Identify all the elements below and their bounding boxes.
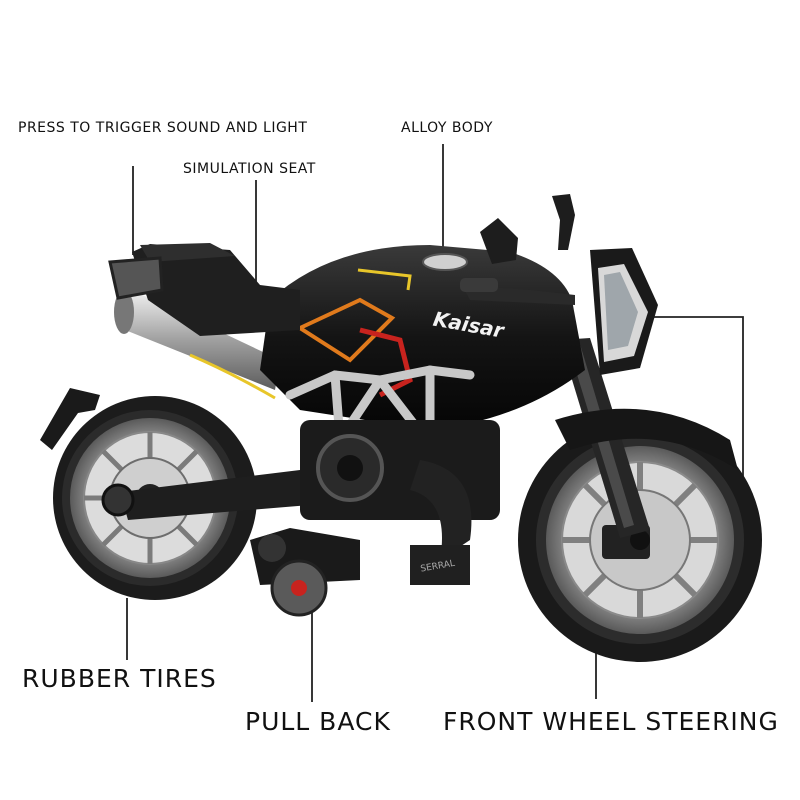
mirror-right (552, 194, 575, 250)
swing-arm (120, 470, 310, 520)
pull-back-motor: SERRAL (250, 528, 470, 617)
engine (300, 420, 500, 560)
front-wheel (518, 418, 762, 662)
headlight (590, 248, 658, 375)
seat (132, 244, 300, 336)
fuel-tank (260, 245, 585, 430)
tank-accent-yellow (357, 268, 412, 291)
rear-wheel (53, 396, 257, 600)
simulation-seat-label: SIMULATION SEAT (183, 161, 316, 177)
lead-line-steering (632, 316, 744, 503)
exhaust-pipe (118, 290, 280, 390)
fuel-cap (422, 253, 468, 271)
mirror-left (480, 218, 518, 264)
alloy-body-label: ALLOY BODY (401, 120, 493, 136)
pull-back-label: PULL BACK (245, 707, 391, 736)
press-trigger-label: PRESS TO TRIGGER SOUND AND LIGHT (18, 120, 308, 136)
rear-plate-bracket (40, 388, 100, 450)
tail-light (108, 256, 164, 300)
tank-accent-orange (295, 297, 396, 363)
front-fender (555, 408, 738, 470)
handlebars (460, 194, 575, 305)
rubber-tires-label: RUBBER TIRES (22, 664, 217, 693)
tank-accent-red (359, 327, 413, 398)
front-wheel-steering-label: FRONT WHEEL STEERING (443, 707, 779, 736)
